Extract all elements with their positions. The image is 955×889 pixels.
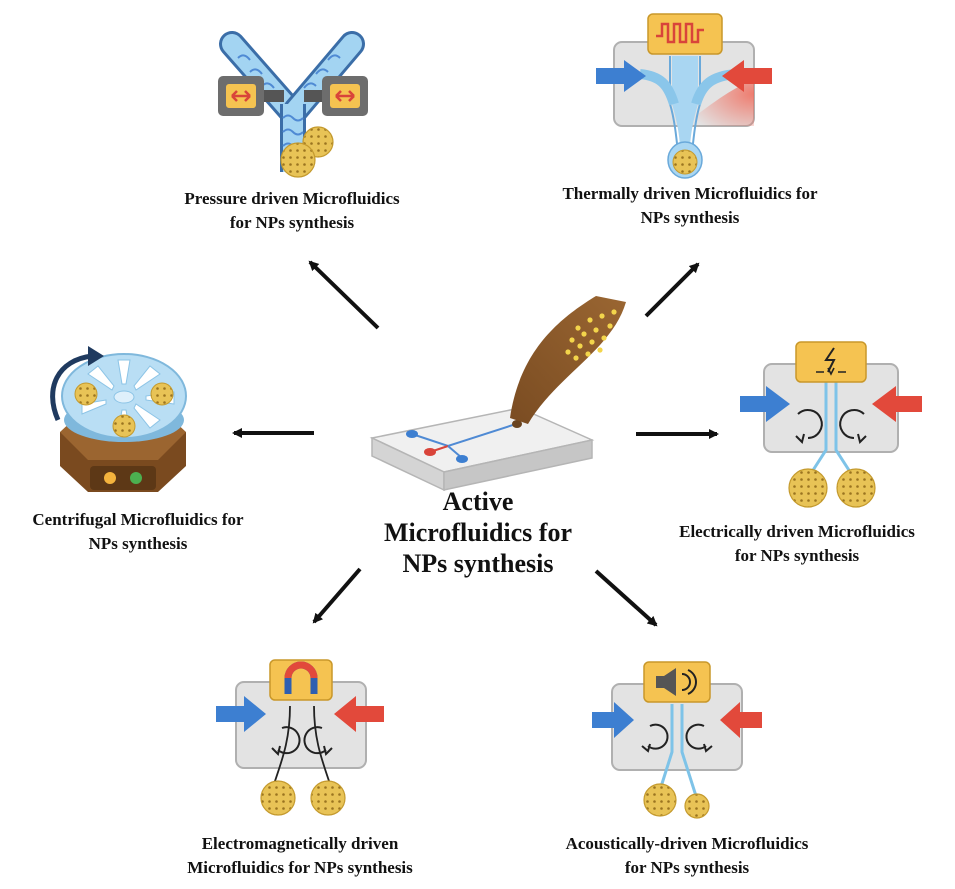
pressure-label-line1: Pressure driven Microfluidics [184, 189, 400, 208]
nanoparticle-icon [260, 780, 296, 816]
arrow-to-pressure [308, 260, 380, 330]
electrical-module-icon [740, 341, 922, 508]
voltage-icon [795, 341, 867, 383]
arrow-to-acoustic [594, 569, 658, 627]
acoustic-label: Acoustically-driven Microfluidics for NP… [532, 832, 842, 880]
blue-inlet-arrow-icon [740, 386, 790, 422]
centrifugal-label: Centrifugal Microfluidics for NPs synthe… [0, 508, 276, 556]
arrow-to-thermal [644, 262, 700, 318]
acoustic-label-line1: Acoustically-driven Microfluidics [565, 834, 809, 853]
nanoparticle-icon [643, 783, 677, 817]
centrifugal-label-line1: Centrifugal Microfluidics for [32, 510, 244, 529]
blue-inlet-arrow-icon [596, 60, 646, 92]
nanoparticle-icon [684, 793, 710, 819]
centrifugal-module-icon [50, 346, 187, 492]
nanoparticle-icon [280, 142, 316, 178]
radial-arrows [232, 260, 719, 627]
blue-inlet-arrow-icon [216, 696, 266, 732]
center-title-line1: Active [442, 487, 514, 516]
heater-icon [647, 13, 723, 55]
electrical-label: Electrically driven Microfluidics for NP… [644, 520, 950, 568]
center-title: Active Microfluidics for NPs synthesis [368, 486, 588, 579]
speaker-icon [643, 661, 711, 703]
arrow-to-magnetic [312, 567, 362, 624]
centrifugal-label-line2: NPs synthesis [88, 534, 188, 553]
nanoparticle-icon [788, 468, 828, 508]
magnetic-label-line2: Microfluidics for NPs synthesis [187, 858, 413, 877]
acoustic-label-line2: for NPs synthesis [624, 858, 750, 877]
red-inlet-arrow-icon [722, 60, 772, 92]
thermal-label: Thermally driven Microfluidics for NPs s… [520, 182, 860, 230]
pressure-valve-left-icon [218, 76, 264, 116]
blue-inlet-arrow-icon [592, 702, 634, 738]
red-inlet-arrow-icon [334, 696, 384, 732]
nanoparticle-icon [112, 414, 136, 438]
electrical-label-line2: for NPs synthesis [734, 546, 860, 565]
nanoparticle-icon [150, 382, 174, 406]
nanoparticle-icon [836, 468, 876, 508]
pressure-module-icon [218, 31, 368, 178]
pressure-label-line2: for NPs synthesis [229, 213, 355, 232]
center-nanoparticles [565, 309, 617, 361]
center-chip-icon [369, 296, 626, 492]
center-title-line2: Microfluidics for [384, 518, 572, 547]
electrical-label-line1: Electrically driven Microfluidics [679, 522, 915, 541]
acoustic-module-icon [592, 661, 762, 819]
thermal-label-line1: Thermally driven Microfluidics for [562, 184, 818, 203]
magnetic-label-line1: Electromagnetically driven [201, 834, 399, 853]
thermal-label-line2: NPs synthesis [640, 208, 740, 227]
nanoparticle-icon [310, 780, 346, 816]
status-light-icon [130, 472, 142, 484]
red-inlet-arrow-icon [872, 386, 922, 422]
red-inlet-arrow-icon [720, 702, 762, 738]
pressure-label: Pressure driven Microfluidics for NPs sy… [142, 187, 442, 235]
nanoparticle-icon [672, 149, 698, 175]
status-light-icon [104, 472, 116, 484]
rotation-arrow-icon [50, 353, 93, 422]
pressure-valve-right-icon [322, 76, 368, 116]
nanoparticle-icon [74, 382, 98, 406]
thermal-module-icon [596, 13, 772, 179]
magnetic-module-icon [216, 659, 384, 816]
magnetic-label: Electromagnetically driven Microfluidics… [150, 832, 450, 880]
center-title-line3: NPs synthesis [402, 549, 554, 578]
magnet-icon [269, 659, 333, 701]
